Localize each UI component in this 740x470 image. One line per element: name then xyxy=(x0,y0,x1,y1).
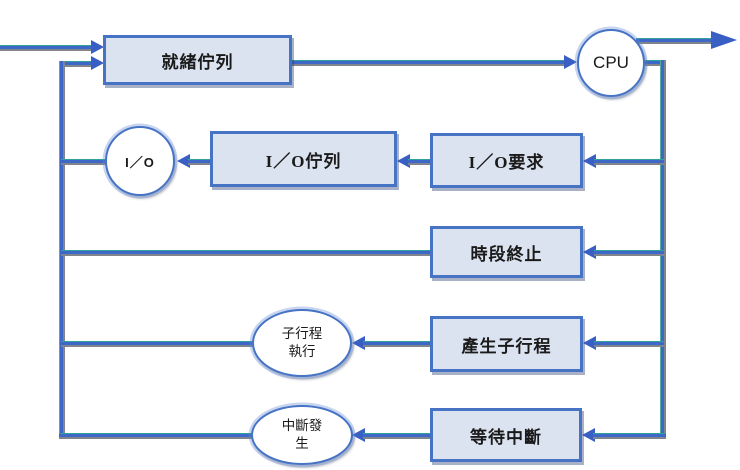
io-queue-label: I／O佇列 xyxy=(265,151,342,171)
edge-fork-to-childexec xyxy=(363,341,432,347)
node-cpu: CPU xyxy=(577,29,645,97)
node-io: I／O xyxy=(105,126,175,196)
edge-ready-queue-to-cpu xyxy=(292,60,566,66)
time-slice-label: 時段終止 xyxy=(470,244,543,264)
node-io-queue: I／O佇列 xyxy=(210,131,397,187)
edge-right-rail xyxy=(660,60,666,437)
edge-rail-to-io xyxy=(61,159,107,165)
node-wait-interrupt: 等待中斷 xyxy=(430,408,582,462)
edge-left-rail xyxy=(59,61,65,438)
child-exec-label: 子行程 執行 xyxy=(281,325,323,359)
arrowhead-into-interrupt xyxy=(352,428,365,442)
io-label: I／O xyxy=(125,154,155,170)
arrowhead-into-io xyxy=(177,154,190,168)
node-ready-queue: 就緒佇列 xyxy=(103,35,292,85)
edge-wait-to-interrupt xyxy=(363,433,432,439)
edge-cpu-exit xyxy=(636,38,713,44)
arrowhead-into-cpu xyxy=(564,55,577,69)
arrowhead-into-child-exec xyxy=(352,336,365,350)
arrowhead-into-ready-queue-bottom xyxy=(91,56,104,70)
node-fork-child: 產生子行程 xyxy=(430,316,583,372)
edge-rail-to-fork-child xyxy=(594,341,664,347)
edge-childexec-to-rail xyxy=(61,341,254,347)
edge-rail-to-io-request xyxy=(594,159,664,165)
fork-child-label: 產生子行程 xyxy=(461,336,552,356)
interrupt-label: 中斷發 生 xyxy=(281,417,323,451)
edge-cpu-to-right-rail xyxy=(645,60,666,66)
node-io-request: I／O要求 xyxy=(430,133,583,188)
edge-timeslice-to-rail xyxy=(61,250,432,256)
edge-rail-to-ready-queue xyxy=(59,61,93,67)
edge-rail-to-time-slice xyxy=(594,250,664,256)
arrowhead-into-time-slice xyxy=(583,245,596,259)
arrowhead-into-io-request xyxy=(583,154,596,168)
arrowhead-into-wait-interrupt xyxy=(582,428,595,442)
arrowhead-cpu-exit xyxy=(711,31,737,49)
edge-return-top xyxy=(0,45,93,51)
edge-rail-to-wait-interrupt xyxy=(593,433,666,439)
arrowhead-into-fork-child xyxy=(583,336,596,350)
ready-queue-label: 就緒佇列 xyxy=(161,52,234,72)
edge-ioqueue-to-io xyxy=(188,159,212,165)
arrowhead-into-io-queue xyxy=(397,154,410,168)
io-request-label: I／O要求 xyxy=(468,153,545,172)
wait-interrupt-label: 等待中斷 xyxy=(470,427,542,447)
node-time-slice: 時段終止 xyxy=(430,226,583,278)
arrowhead-into-ready-queue-top xyxy=(91,40,104,54)
cpu-label: CPU xyxy=(593,53,629,72)
edge-iorequest-to-ioqueue xyxy=(408,159,432,165)
edge-interrupt-to-rail xyxy=(59,433,253,439)
node-child-exec: 子行程 執行 xyxy=(252,309,352,377)
node-interrupt: 中斷發 生 xyxy=(251,405,353,465)
